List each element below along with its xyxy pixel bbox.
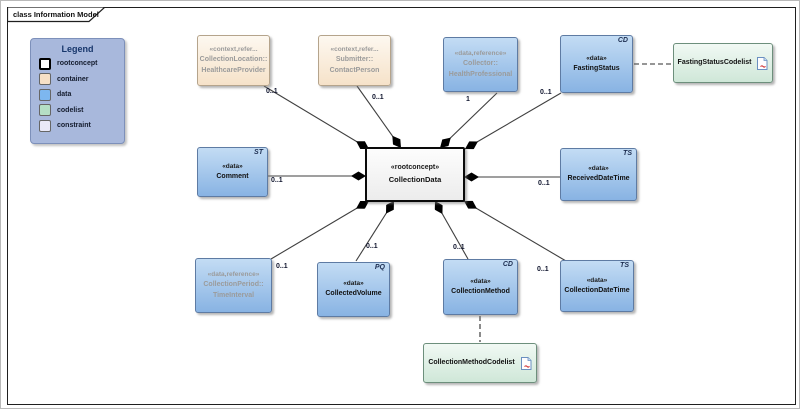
- multiplicity-label: 0..1: [372, 94, 384, 101]
- legend-item-codelist: codelist: [39, 104, 124, 116]
- node-received-datetime[interactable]: TS «data» ReceivedDateTime: [560, 148, 637, 201]
- qualifier-label: CollectionLocation::: [199, 55, 268, 63]
- stereotype-label: «data»: [586, 276, 608, 284]
- multiplicity-label: 0..1: [271, 177, 283, 184]
- diagram-frame: [7, 7, 796, 405]
- legend[interactable]: Legend rootconcept container data codeli…: [30, 38, 125, 144]
- element-name: CollectionDateTime: [564, 286, 630, 294]
- element-name: ReceivedDateTime: [567, 175, 630, 183]
- multiplicity-label: 0..1: [537, 266, 549, 273]
- legend-item-data: data: [39, 88, 124, 101]
- node-collected-volume[interactable]: PQ «data» CollectedVolume: [317, 262, 390, 317]
- node-comment[interactable]: ST «data» Comment: [197, 147, 268, 197]
- node-time-interval[interactable]: «data,reference» CollectionPeriod:: Time…: [195, 258, 272, 313]
- stereotype-label: «data,reference»: [207, 270, 260, 278]
- node-collection-method-codelist[interactable]: CollectionMethodCodelist: [423, 343, 537, 383]
- legend-item-container: container: [39, 73, 124, 85]
- tab-shape: [7, 7, 106, 23]
- multiplicity-label: 0..1: [366, 243, 378, 250]
- multiplicity-label: 0..1: [453, 244, 465, 251]
- element-name: CollectionData: [388, 175, 442, 185]
- multiplicity-label: 0..1: [538, 180, 550, 187]
- element-name: CollectedVolume: [325, 290, 382, 298]
- constraint-swatch: [39, 119, 51, 132]
- element-name: HealthProfessional: [448, 70, 513, 78]
- stereotype-label: «data»: [222, 162, 243, 170]
- qualifier-label: CollectionPeriod::: [203, 280, 264, 288]
- node-fasting-status-codelist[interactable]: FastingStatusCodelist: [673, 43, 773, 83]
- container-swatch: [39, 73, 51, 85]
- document-icon: [756, 56, 768, 70]
- stereotype-label: «data»: [588, 165, 609, 173]
- node-contact-person[interactable]: «context,refer... Submitter:: ContactPer…: [318, 35, 391, 86]
- node-collection-method[interactable]: CD «data» CollectionMethod: [443, 259, 518, 315]
- diagram-title: class Information Model: [13, 9, 99, 19]
- legend-item-rootconcept: rootconcept: [39, 57, 124, 70]
- data-swatch: [39, 88, 51, 101]
- multiplicity-label: 0..1: [276, 263, 288, 270]
- stereotype-label: «data»: [586, 54, 607, 62]
- multiplicity-label: 1: [466, 96, 470, 103]
- stereotype-label: «rootconcept»: [390, 164, 440, 172]
- multiplicity-label: 0..1: [540, 89, 552, 96]
- stereotype-label: «data»: [470, 277, 491, 285]
- stereotype-label: «context,refer...: [209, 45, 258, 53]
- type-badge: CD: [617, 37, 628, 44]
- node-collection-datetime[interactable]: TS «data» CollectionDateTime: [560, 260, 634, 312]
- element-name: FastingStatusCodelist: [677, 58, 752, 66]
- qualifier-label: Collector::: [463, 59, 498, 67]
- type-badge: CD: [502, 261, 513, 268]
- qualifier-label: Submitter::: [335, 55, 374, 63]
- codelist-content: CollectionMethodCodelist: [428, 356, 532, 370]
- rootconcept-swatch: [39, 57, 51, 70]
- element-name: HealthcareProvider: [201, 66, 266, 74]
- node-healthcare-provider[interactable]: «context,refer... CollectionLocation:: H…: [197, 35, 270, 86]
- multiplicity-label: 0..1: [266, 88, 278, 95]
- stereotype-label: «data,reference»: [454, 49, 507, 57]
- diagram-tab: class Information Model: [7, 7, 117, 23]
- codelist-swatch: [39, 104, 51, 116]
- stereotype-label: «data»: [343, 280, 364, 288]
- element-name: FastingStatus: [573, 64, 620, 72]
- type-badge: PQ: [374, 264, 385, 271]
- legend-title: Legend: [61, 44, 94, 54]
- legend-item-constraint: constraint: [39, 119, 124, 132]
- type-badge: TS: [620, 262, 629, 269]
- element-name: CollectionMethodCodelist: [428, 358, 515, 366]
- node-health-professional[interactable]: «data,reference» Collector:: HealthProfe…: [443, 37, 518, 92]
- type-badge: TS: [623, 150, 632, 157]
- stereotype-label: «context,refer...: [330, 45, 379, 53]
- element-name: CollectionMethod: [451, 287, 510, 295]
- node-fasting-status[interactable]: CD «data» FastingStatus: [560, 35, 633, 93]
- element-name: ContactPerson: [329, 66, 380, 74]
- element-name: TimeInterval: [212, 291, 255, 299]
- type-badge: ST: [254, 149, 263, 156]
- element-name: Comment: [216, 172, 249, 180]
- document-icon: [520, 356, 532, 370]
- node-collection-data[interactable]: «rootconcept» CollectionData: [365, 147, 465, 202]
- codelist-content: FastingStatusCodelist: [677, 56, 769, 70]
